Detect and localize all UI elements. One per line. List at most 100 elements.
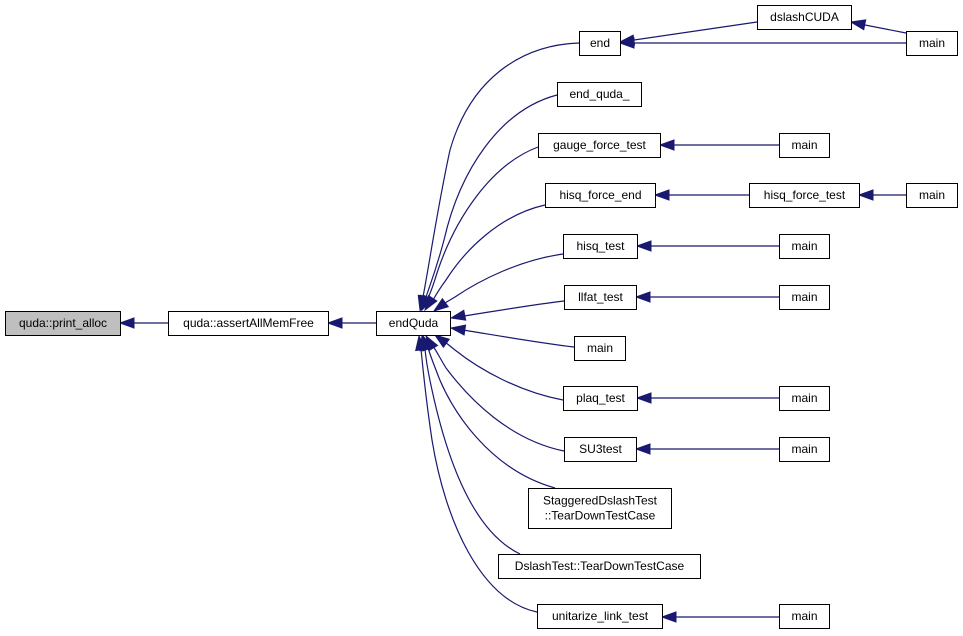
node-box bbox=[574, 336, 626, 361]
node-hisq_force_end[interactable]: hisq_force_end bbox=[545, 183, 656, 208]
node-box bbox=[779, 604, 830, 629]
node-box bbox=[563, 234, 638, 259]
node-label: gauge_force_test bbox=[553, 138, 646, 152]
edge-arrowhead bbox=[118, 317, 135, 329]
node-box bbox=[528, 488, 672, 529]
edge-llfat_test-to-endQuda bbox=[449, 300, 565, 321]
edge-StaggeredDslashTest-to-endQuda bbox=[422, 334, 556, 489]
node-main_plaq[interactable]: main bbox=[779, 386, 830, 411]
node-label: hisq_test bbox=[576, 239, 625, 253]
edge-gauge_force_test-to-endQuda bbox=[421, 146, 539, 312]
node-main_hisq[interactable]: main bbox=[779, 234, 830, 259]
node-SU3test[interactable]: SU3test bbox=[564, 437, 637, 462]
edge-main_plaq-to-plaq_test bbox=[635, 392, 779, 404]
node-label: endQuda bbox=[389, 316, 439, 330]
edge-arrowhead bbox=[433, 334, 451, 349]
node-label: hisq_force_end bbox=[559, 188, 641, 202]
node-label: StaggeredDslashTest bbox=[543, 494, 658, 508]
node-label: ::TearDownTestCase bbox=[545, 509, 656, 523]
edge-line bbox=[463, 300, 565, 317]
node-print_alloc[interactable]: quda::print_alloc bbox=[5, 311, 121, 336]
node-box bbox=[545, 183, 656, 208]
node-endQuda[interactable]: endQuda bbox=[376, 311, 451, 336]
edge-arrowhead bbox=[618, 37, 635, 49]
edge-arrowhead bbox=[449, 324, 467, 336]
edge-line bbox=[425, 94, 558, 298]
node-main_llfat[interactable]: main bbox=[779, 285, 830, 310]
node-end[interactable]: end bbox=[579, 31, 621, 56]
edge-arrowhead bbox=[449, 309, 467, 321]
node-main_end[interactable]: main bbox=[906, 31, 958, 56]
node-unitarize_link_test[interactable]: unitarize_link_test bbox=[537, 604, 663, 629]
node-main_direct[interactable]: main bbox=[574, 336, 626, 361]
node-end_quda_[interactable]: end_quda_ bbox=[557, 82, 642, 107]
edge-line bbox=[420, 348, 538, 613]
node-box bbox=[757, 5, 852, 30]
edge-hisq_force_test-to-hisq_force_end bbox=[653, 189, 749, 201]
node-box bbox=[579, 31, 621, 56]
node-box bbox=[5, 311, 121, 336]
edge-main_llfat-to-llfat_test bbox=[634, 291, 779, 303]
node-label: main bbox=[791, 442, 817, 456]
node-DslashTest[interactable]: DslashTest::TearDownTestCase bbox=[498, 554, 701, 579]
node-box bbox=[779, 133, 830, 158]
node-gauge_force_test[interactable]: gauge_force_test bbox=[538, 133, 661, 158]
node-label: end bbox=[590, 36, 610, 50]
node-plaq_test[interactable]: plaq_test bbox=[563, 386, 638, 411]
edge-main_end-to-dslashCUDA bbox=[849, 19, 907, 34]
node-box bbox=[906, 31, 958, 56]
edge-arrowhead bbox=[432, 297, 450, 312]
edge-main_su3-to-SU3test bbox=[634, 443, 779, 455]
edges-layer bbox=[118, 19, 907, 623]
node-box bbox=[564, 437, 637, 462]
node-hisq_force_test[interactable]: hisq_force_test bbox=[749, 183, 860, 208]
node-box bbox=[498, 554, 701, 579]
node-label: main bbox=[791, 391, 817, 405]
node-label: main bbox=[791, 290, 817, 304]
edge-arrowhead bbox=[658, 139, 675, 151]
edge-hisq_force_end-to-endQuda bbox=[424, 204, 546, 312]
node-main_unitarize[interactable]: main bbox=[779, 604, 830, 629]
edge-assertAllMemFree-to-print_alloc bbox=[118, 317, 168, 329]
node-box bbox=[376, 311, 451, 336]
node-label: SU3test bbox=[579, 442, 622, 456]
nodes-layer: quda::print_alloc quda::assertAllMemFree e… bbox=[5, 5, 958, 629]
edge-arrowhead bbox=[635, 240, 652, 252]
node-assertAllMemFree[interactable]: quda::assertAllMemFree bbox=[168, 311, 329, 336]
node-label: main bbox=[919, 188, 945, 202]
node-box bbox=[779, 285, 830, 310]
edge-plaq_test-to-endQuda bbox=[433, 334, 564, 401]
node-llfat_test[interactable]: llfat_test bbox=[564, 285, 637, 310]
node-dslashCUDA[interactable]: dslashCUDA bbox=[757, 5, 852, 30]
node-hisq_test[interactable]: hisq_test bbox=[563, 234, 638, 259]
edge-line bbox=[633, 21, 758, 41]
node-box bbox=[564, 285, 637, 310]
edge-arrowhead bbox=[634, 291, 651, 303]
node-StaggeredDslashTest[interactable]: StaggeredDslashTest::TearDownTestCase bbox=[528, 488, 672, 529]
edge-unitarize_link_test-to-endQuda bbox=[415, 334, 538, 613]
edge-hisq_test-to-endQuda bbox=[432, 253, 564, 312]
node-box bbox=[557, 82, 642, 107]
node-label: main bbox=[587, 341, 613, 355]
node-main_gauge[interactable]: main bbox=[779, 133, 830, 158]
edge-arrowhead bbox=[415, 334, 427, 352]
edge-main_end-to-end bbox=[618, 37, 906, 49]
node-label: main bbox=[919, 36, 945, 50]
node-box bbox=[538, 133, 661, 158]
edge-line bbox=[444, 253, 564, 304]
node-label: dslashCUDA bbox=[770, 10, 839, 24]
edge-line bbox=[432, 345, 565, 452]
edge-line bbox=[424, 348, 521, 555]
node-box bbox=[537, 604, 663, 629]
edge-main_direct-to-endQuda bbox=[449, 324, 575, 348]
edge-arrowhead bbox=[857, 189, 874, 201]
node-label: main bbox=[791, 138, 817, 152]
edge-arrowhead bbox=[849, 19, 867, 31]
node-box bbox=[779, 386, 830, 411]
node-main_hisq_force[interactable]: main bbox=[906, 183, 958, 208]
node-label: DslashTest::TearDownTestCase bbox=[515, 559, 685, 573]
edge-arrowhead bbox=[653, 189, 670, 201]
node-main_su3[interactable]: main bbox=[779, 437, 830, 462]
edge-end-to-endQuda bbox=[417, 42, 580, 312]
